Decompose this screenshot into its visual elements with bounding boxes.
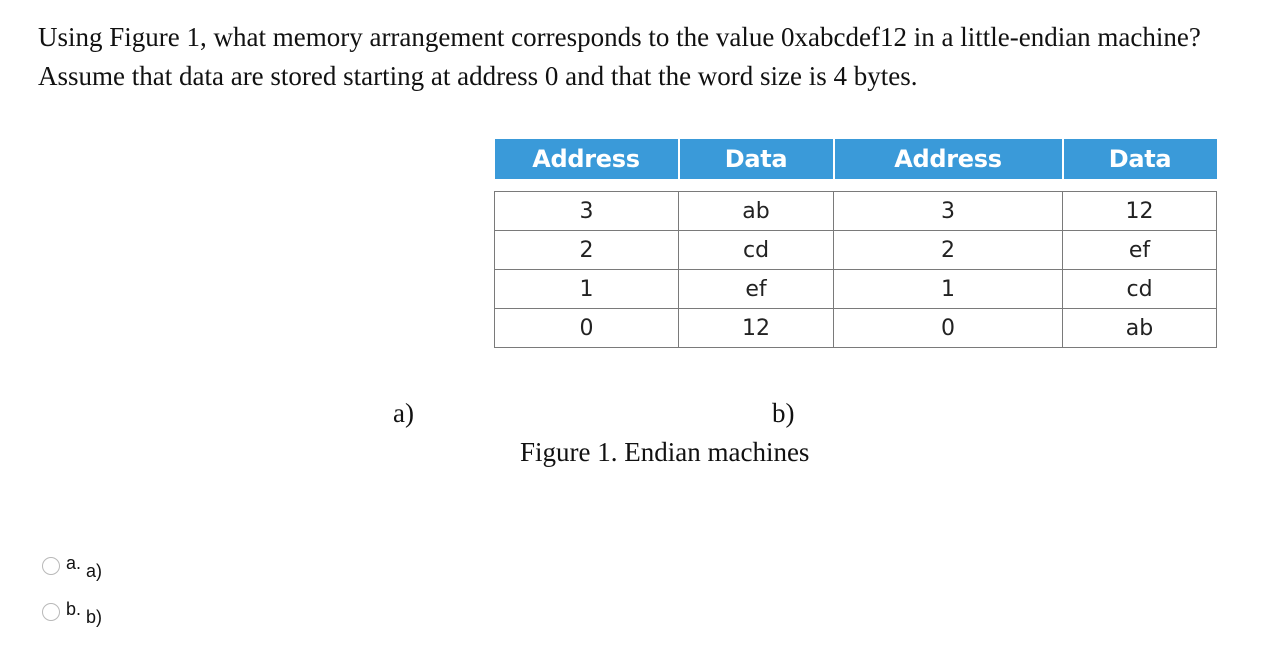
option-letter-b: b. <box>66 599 82 619</box>
address-b-cell: 2 <box>833 230 1063 270</box>
address-b-cell: 0 <box>833 308 1063 348</box>
header-address-a: Address <box>494 139 680 179</box>
figure-caption: Figure 1. Endian machines <box>520 437 810 467</box>
data-b-cell: ef <box>1062 230 1217 270</box>
address-b-cell: 3 <box>833 191 1063 231</box>
table-row: 2 cd 2 ef <box>494 230 1217 270</box>
figure-header-row: Address Data Address Data <box>494 139 1217 179</box>
figure-label-a: a) <box>393 398 414 428</box>
address-a-cell: 2 <box>494 230 679 270</box>
option-label-a[interactable]: a) <box>86 561 103 581</box>
data-b-cell: ab <box>1062 308 1217 348</box>
address-a-cell: 3 <box>494 191 679 231</box>
radio-button-a[interactable] <box>42 557 60 575</box>
address-a-cell: 1 <box>494 269 679 309</box>
question-line-2: Assume that data are stored starting at … <box>38 61 918 91</box>
address-a-cell: 0 <box>494 308 679 348</box>
option-letter-a: a. <box>66 553 82 573</box>
data-a-cell: ef <box>678 269 834 309</box>
radio-button-b[interactable] <box>42 603 60 621</box>
question-text: Using Figure 1, what memory arrangement … <box>38 18 1268 96</box>
header-address-b: Address <box>833 139 1064 179</box>
data-a-cell: 12 <box>678 308 834 348</box>
table-row: 1 ef 1 cd <box>494 269 1217 309</box>
figure-label-b: b) <box>772 398 795 428</box>
header-data-b: Data <box>1062 139 1217 179</box>
endian-figure-table: Address Data Address Data 3 ab 3 12 2 cd… <box>494 139 1217 348</box>
table-row: 3 ab 3 12 <box>494 191 1217 231</box>
table-row: 0 12 0 ab <box>494 308 1217 348</box>
option-label-b[interactable]: b) <box>86 607 103 627</box>
address-b-cell: 1 <box>833 269 1063 309</box>
data-a-cell: cd <box>678 230 834 270</box>
header-data-a: Data <box>678 139 835 179</box>
question-line-1: Using Figure 1, what memory arrangement … <box>38 22 1201 52</box>
data-b-cell: cd <box>1062 269 1217 309</box>
data-b-cell: 12 <box>1062 191 1217 231</box>
data-a-cell: ab <box>678 191 834 231</box>
